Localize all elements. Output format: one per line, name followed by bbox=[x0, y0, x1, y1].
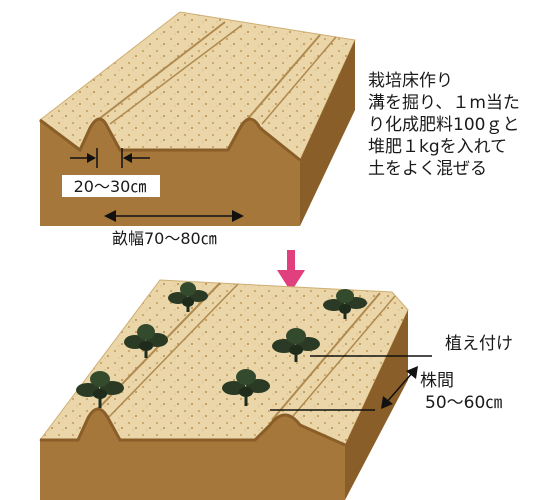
furrow-line bbox=[287, 295, 396, 423]
furrow-line bbox=[244, 34, 321, 123]
spacing-arrowhead-bottom bbox=[381, 396, 393, 409]
furrow-line bbox=[109, 24, 243, 125]
preparation-step-line: 溝を掘り、１m当た bbox=[368, 93, 520, 113]
bed-preparation-block: 20～30㎝ bbox=[39, 11, 356, 226]
plant bbox=[168, 282, 208, 312]
furrow-line bbox=[94, 21, 226, 123]
ridge-width-label: 畝幅70～80㎝ bbox=[112, 229, 217, 248]
ridge-arrowhead-left bbox=[104, 210, 116, 222]
bed-front-ridge bbox=[39, 117, 301, 162]
ridge-arrowhead-right bbox=[232, 210, 244, 222]
planting-title: 植え付け bbox=[445, 334, 513, 354]
plant bbox=[323, 289, 367, 319]
step-arrow bbox=[277, 250, 305, 292]
plant bbox=[222, 369, 270, 406]
spacing-arrow bbox=[385, 371, 414, 404]
spacing-arrowhead-top bbox=[406, 366, 418, 379]
preparation-step-line: り化成肥料100ｇと bbox=[368, 115, 520, 135]
planting-bed-front-soil bbox=[40, 409, 345, 500]
plant bbox=[124, 324, 168, 358]
plant bbox=[272, 328, 320, 362]
preparation-step-line: 堆肥１kgを入れて bbox=[368, 137, 508, 157]
furrow-line bbox=[107, 283, 239, 419]
planting-bed-side-soil bbox=[345, 310, 408, 500]
bed-side-soil bbox=[300, 40, 355, 226]
bed-front-soil bbox=[40, 119, 300, 226]
planting-block bbox=[39, 279, 432, 500]
preparation-step-line: 栽培床作り bbox=[368, 71, 453, 91]
trench-width-label: 20～30㎝ bbox=[74, 177, 147, 196]
plant bbox=[76, 371, 124, 408]
spacing-label: 株間 bbox=[420, 371, 454, 391]
trench-arrowhead-right bbox=[123, 153, 132, 163]
spacing-value: 50～60㎝ bbox=[425, 393, 503, 413]
planting-bed-front-ridge bbox=[40, 407, 346, 447]
preparation-step-line: 土をよく混ぜる bbox=[368, 159, 487, 179]
trench-arrowhead-left bbox=[87, 153, 96, 163]
furrow-line bbox=[261, 36, 337, 125]
